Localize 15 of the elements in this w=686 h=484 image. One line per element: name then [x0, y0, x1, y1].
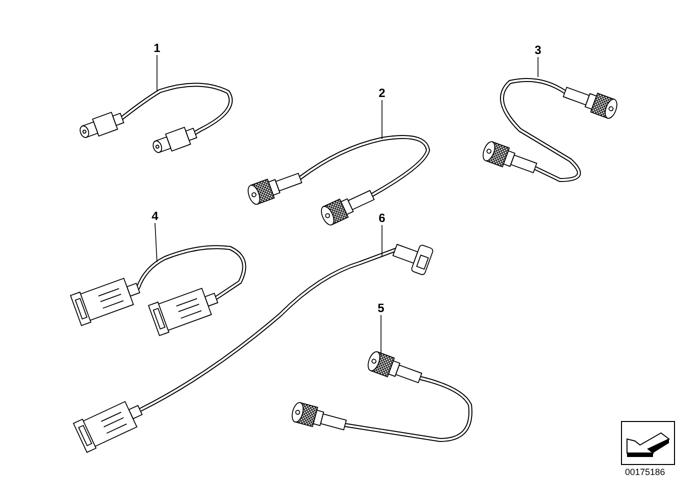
leader-line: [380, 314, 382, 356]
callout-number: 4: [150, 210, 160, 222]
callout-number: 6: [377, 212, 387, 224]
callout-number: 5: [376, 302, 386, 314]
image-number: 00175186: [625, 467, 666, 477]
cable-drawing: [292, 351, 472, 442]
cable-drawing: [248, 135, 430, 226]
callout-number: 1: [152, 42, 162, 54]
cable-drawing: [70, 245, 246, 336]
leader-line: [154, 222, 158, 262]
cable-drawing: [80, 82, 233, 153]
leader-line: [156, 54, 158, 92]
cable-drawing: [482, 78, 618, 182]
callout-number: 3: [533, 44, 543, 56]
callout-number: 2: [377, 87, 387, 99]
